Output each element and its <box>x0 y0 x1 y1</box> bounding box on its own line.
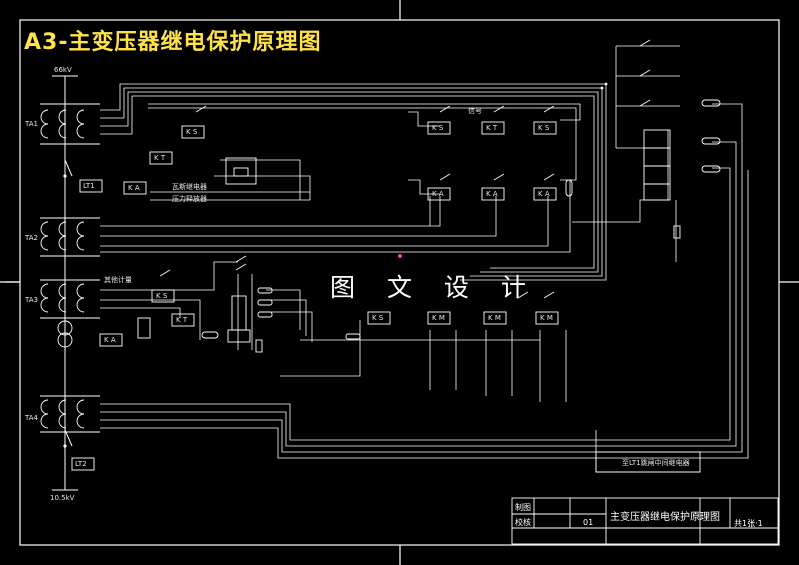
bus-lv-label: 10.5kV <box>50 494 75 502</box>
current-transformers <box>40 103 100 433</box>
ta2-label: TA2 <box>25 234 38 242</box>
pressure-release-label: 压力释放器 <box>172 195 207 203</box>
trip-note-label: 至LT1跳闸中间继电器 <box>622 459 690 467</box>
tb-checked: 校核 <box>515 518 531 527</box>
relay-ks-5: K S <box>372 314 384 322</box>
tb-designed: 制图 <box>515 503 531 512</box>
page-title: A3-主变压器继电保护原理图 <box>24 30 322 55</box>
tb-sheet: 01 <box>583 518 594 527</box>
ta3-coils <box>40 279 100 319</box>
ta1-label: TA1 <box>25 120 38 128</box>
signal-label: 信号 <box>468 107 482 115</box>
ta4-label: TA4 <box>25 414 38 422</box>
markers <box>63 82 608 448</box>
relay-ka-3: K A <box>486 190 498 198</box>
wiring <box>100 45 749 473</box>
relay-ks-3: K S <box>538 124 550 132</box>
relay-ka-1: K A <box>128 184 140 192</box>
relay-kt-3: K T <box>176 316 188 324</box>
tb-page: 共1张·1 <box>734 519 763 528</box>
main-bus <box>52 75 78 491</box>
title-block <box>511 497 779 545</box>
gas-relay-label: 瓦斯继电器 <box>172 183 207 191</box>
lt1-label: LT1 <box>83 182 95 190</box>
relay-ks-4: K S <box>156 292 168 300</box>
relay-km-2: K M <box>488 314 501 322</box>
ta1-coils <box>40 103 100 145</box>
relay-km-3: K M <box>540 314 553 322</box>
relay-km-1: K M <box>432 314 445 322</box>
relay-kt-2: K T <box>486 124 498 132</box>
relay-ks-2: K S <box>432 124 444 132</box>
ta4-coils <box>40 395 100 433</box>
relay-kt-1: K T <box>154 154 166 162</box>
ta3-label: TA3 <box>25 296 38 304</box>
relay-ka-4: K A <box>538 190 550 198</box>
relay-ks-1: K S <box>186 128 198 136</box>
bus-hv-label: 66kV <box>54 66 72 74</box>
lt2-label: LT2 <box>75 460 87 468</box>
main-transformer-symbol <box>57 320 73 348</box>
watermark-text: 图 文 设 计 <box>330 273 538 302</box>
relay-boxes <box>71 39 721 473</box>
relay-ka-2: K A <box>432 190 444 198</box>
ta2-coils <box>40 217 100 257</box>
relay-ka-5: K A <box>104 336 116 344</box>
aux-label: 其他计量 <box>104 276 132 284</box>
tb-drawing-name: 主变压器继电保护原理图 <box>610 512 720 523</box>
